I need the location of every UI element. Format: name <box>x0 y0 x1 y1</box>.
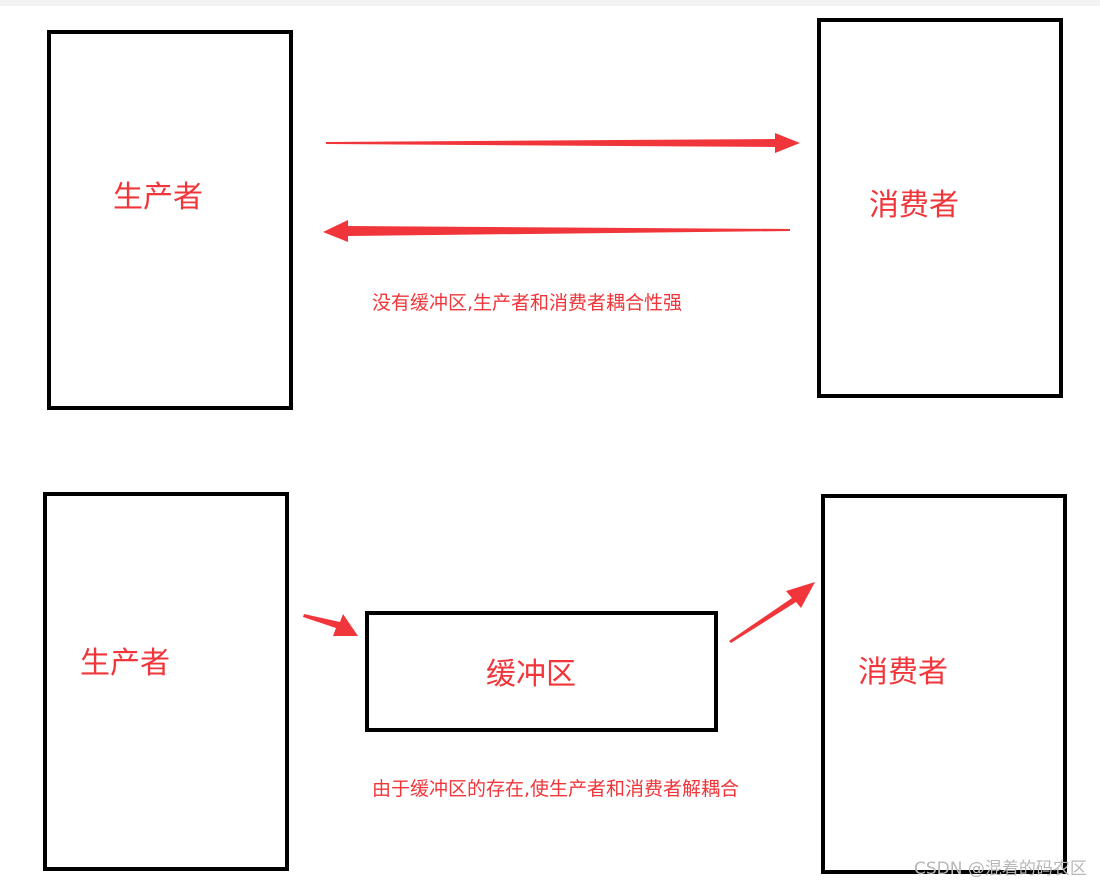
bottom-caption: 由于缓冲区的存在,使生产者和消费者解耦合 <box>372 778 739 800</box>
bottom-consumer-label: 消费者 <box>858 655 948 690</box>
top-consumer-label: 消费者 <box>869 188 959 223</box>
top-consumer-box <box>817 18 1063 398</box>
top-producer-label: 生产者 <box>113 180 203 215</box>
arrow-to-consumer <box>729 582 815 643</box>
bottom-producer-label: 生产者 <box>80 646 170 681</box>
buffer-box <box>365 611 718 732</box>
buffer-label: 缓冲区 <box>486 657 576 692</box>
arrow-left <box>323 220 790 242</box>
bottom-consumer-box <box>821 494 1067 874</box>
watermark: CSDN @混着的码农区 <box>914 859 1087 879</box>
top-caption: 没有缓冲区,生产者和消费者耦合性强 <box>372 292 682 314</box>
top-producer-box <box>47 30 293 410</box>
arrow-to-buffer <box>303 614 358 636</box>
top-bar <box>0 0 1100 6</box>
arrow-right <box>326 133 800 153</box>
bottom-producer-box <box>43 492 289 871</box>
